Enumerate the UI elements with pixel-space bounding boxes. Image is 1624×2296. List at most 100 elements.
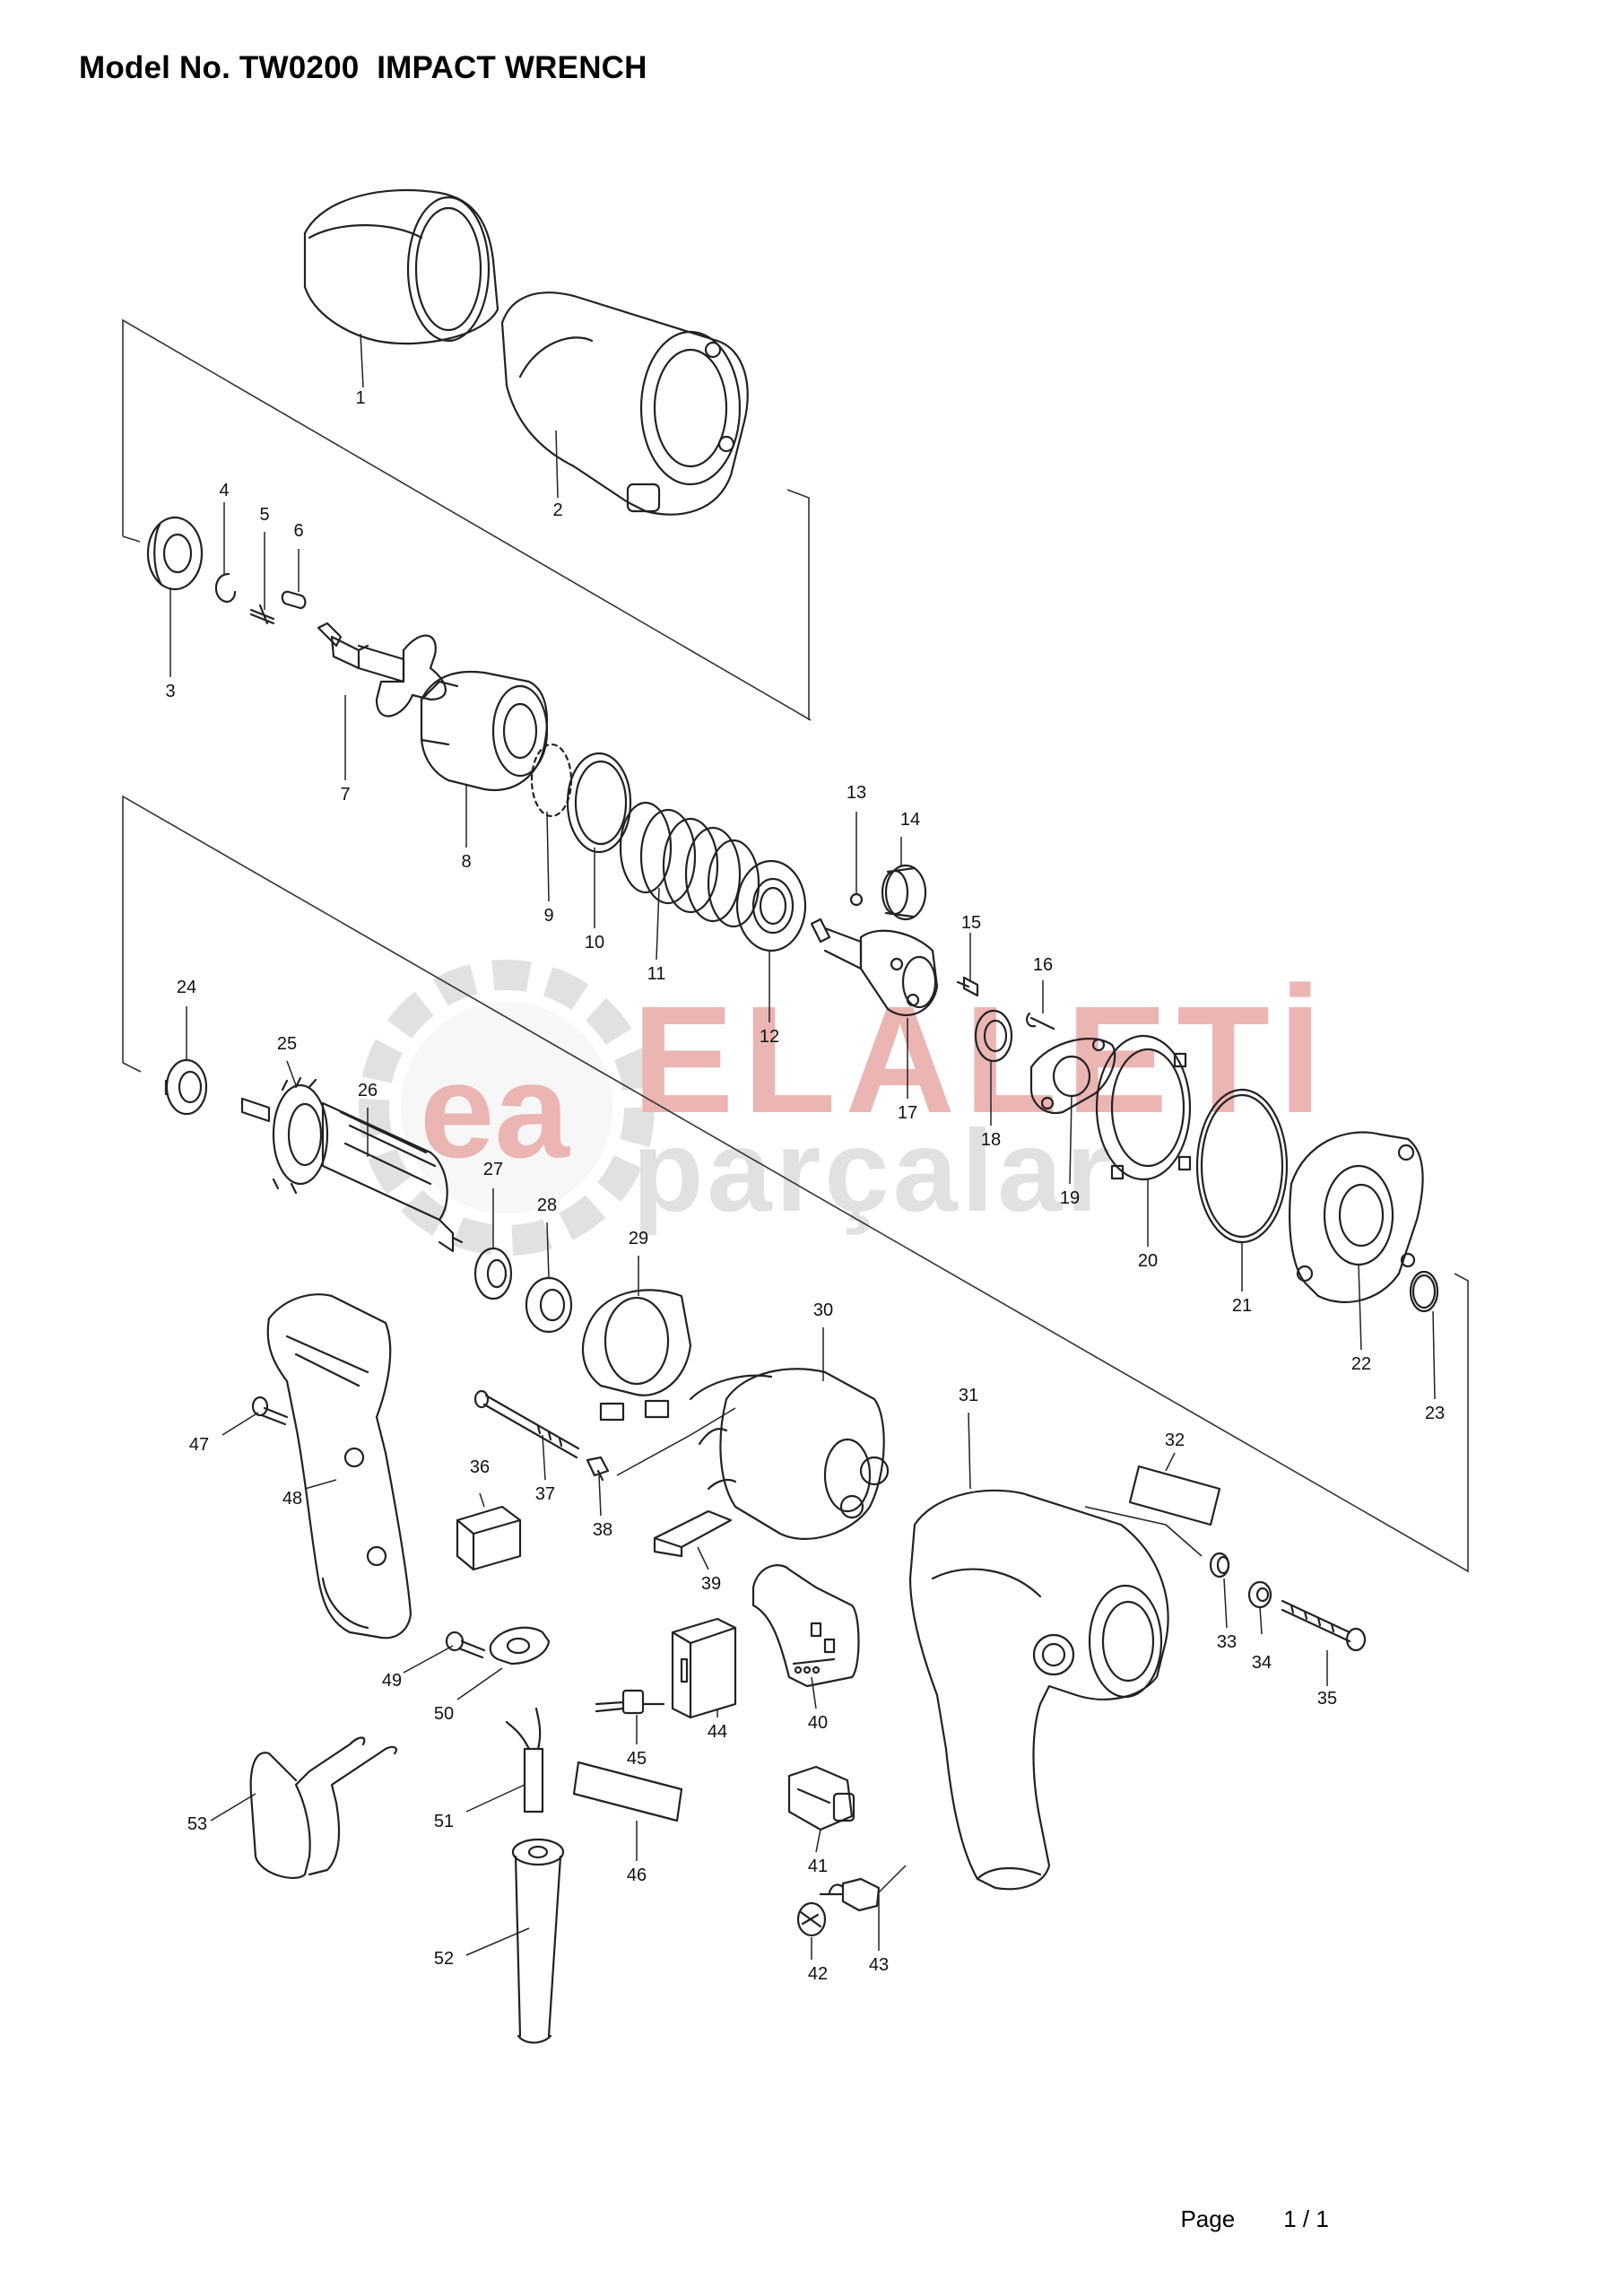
part-6-ball [281,590,307,610]
part-number-label: 34 [1252,1653,1272,1673]
part-47-screw [251,1396,289,1426]
part-number-label: 53 [187,1814,207,1834]
part-number-label: 12 [760,1027,779,1047]
part-53-hook [249,1736,398,1879]
part-number-label: 8 [461,852,471,872]
part-43-carbon-brush [819,1877,881,1912]
part-3-washer [146,516,204,591]
part-24-ball-bearing [164,1058,208,1116]
part-number-label: 6 [293,521,303,541]
assembly-boundary-lines [122,318,1469,1573]
part-number-label: 1 [355,388,365,408]
part-49-screw [445,1631,486,1659]
part-14-gear [881,864,927,921]
part-32-label [1128,1465,1221,1526]
part-11-spring [619,801,760,928]
part-36-brush-block [456,1505,522,1571]
part-number-label: 41 [808,1857,828,1876]
part-number-label: 35 [1317,1689,1337,1709]
part-number-label: 43 [869,1955,889,1975]
part-number-label: 21 [1232,1296,1252,1316]
part-number-label: 2 [552,500,562,520]
part-number-label: 7 [340,785,350,804]
part-number-label: 25 [277,1034,297,1054]
part-2-hammer-case [500,291,749,516]
gear-icon [359,960,655,1256]
part-40-switch [751,1564,860,1688]
part-45-noise-suppressor [595,1689,665,1715]
part-number-label: 44 [708,1722,727,1742]
part-29-baffle-plate [581,1289,692,1422]
part-30-field [689,1368,890,1540]
part-7-anvil [317,622,447,718]
leader-lines [169,333,1436,1960]
part-39-brush-cap [653,1509,733,1558]
part-48-handle-cover [266,1293,413,1639]
part-22-inner-housing [1289,1131,1424,1303]
part-number-label: 50 [434,1704,454,1724]
part-37-through-bolt [473,1389,580,1459]
part-5-pin [249,604,275,625]
part-numbers: 1 2 3 4 5 6 7 8 9 10 11 12 13 14 15 16 1… [165,388,1445,1984]
part-number-label: 38 [593,1520,612,1540]
part-38-clamp [586,1456,610,1482]
part-35-bolt [1281,1599,1367,1652]
part-number-label: 45 [627,1749,647,1769]
watermark-brand-line1: ELALETİ [632,975,1330,1145]
part-number-label: 47 [189,1435,209,1455]
part-28-ball-bearing [525,1276,573,1334]
part-25-26-armature [240,1076,464,1253]
part-44-switch-box [671,1617,737,1719]
part-number-label: 17 [898,1103,917,1123]
watermark-logo-text: ea [420,1035,570,1186]
part-9-balls [530,743,573,818]
part-13-ball [849,892,864,907]
page-label: Page [1180,2205,1236,2232]
part-number-label: 26 [358,1081,378,1100]
part-number-label: 30 [813,1300,833,1320]
part-number-label: 4 [219,481,229,500]
part-number-label: 16 [1033,955,1053,975]
part-number-label: 5 [259,505,269,525]
watermark-brand-line2: parçalar [632,1105,1115,1236]
part-52-cord-guard [511,1838,565,2044]
watermark: ea ELALETİ parçalar [359,960,1330,1256]
part-number-label: 20 [1138,1251,1158,1271]
part-12-spring-seat [735,859,807,952]
part-51-cord [505,1707,544,1813]
part-46-label [572,1761,683,1822]
part-number-label: 14 [900,810,920,830]
part-number-label: 39 [701,1574,721,1594]
part-8-hammer [420,670,549,792]
part-31-motor-housing [908,1489,1169,1891]
part-33-ring [1209,1552,1230,1578]
part-27-ball-bearing [473,1247,513,1300]
part-number-label: 18 [981,1130,1001,1150]
part-number-label: 46 [627,1866,647,1885]
part-number-label: 28 [537,1196,557,1215]
part-number-label: 48 [282,1489,302,1509]
part-15-pin [956,976,979,997]
part-16-screw [1026,1012,1055,1031]
part-number-label: 22 [1351,1354,1371,1374]
part-number-label: 29 [629,1229,648,1248]
part-number-label: 9 [543,906,553,926]
part-number-label: 15 [961,913,981,933]
part-10-flat-washer [566,752,632,854]
part-number-label: 31 [959,1386,978,1405]
part-1-front-cover [303,188,499,345]
part-18-flat-washer [974,1009,1013,1063]
part-number-label: 36 [470,1457,490,1477]
part-number-label: 19 [1060,1188,1080,1208]
part-number-label: 27 [483,1160,503,1179]
part-number-label: 32 [1165,1431,1185,1450]
page-title: Model No. TW0200 IMPACT WRENCH [79,50,647,85]
part-20-ring-gear [1095,1034,1192,1181]
part-number-label: 23 [1425,1404,1445,1423]
part-number-label: 10 [585,933,604,952]
part-number-label: 52 [434,1949,454,1969]
part-42-brush-cap [796,1901,827,1937]
part-number-label: 37 [535,1484,555,1504]
part-50-strain-relief [489,1626,551,1665]
part-4-retaining-ring [214,572,237,603]
